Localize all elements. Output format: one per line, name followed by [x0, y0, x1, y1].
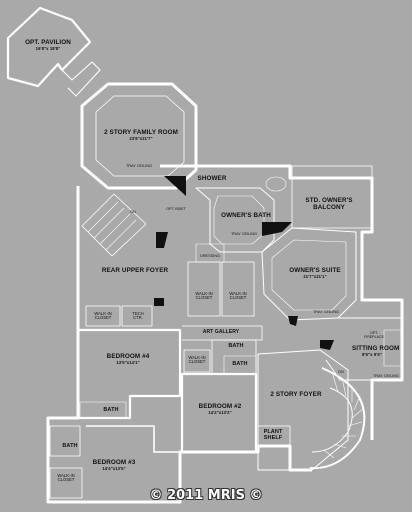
wall-fill-6	[154, 298, 164, 306]
bedroom4-wall	[78, 328, 182, 420]
wic-left-box	[85, 305, 121, 327]
room-balcony: STD. OWNER'S BALCONY	[305, 197, 353, 211]
wall-fill-1	[164, 176, 186, 196]
room-tech: TECH CTR.	[132, 311, 144, 321]
room-bath-lower: BATH	[232, 361, 248, 367]
sitting-tray-note: TRAY CEILING	[372, 374, 400, 378]
wic-d-box	[183, 349, 211, 373]
curved-stair-outer	[309, 367, 366, 470]
bedroom3-wall	[86, 425, 180, 453]
balcony-box	[291, 165, 373, 229]
sitting-room-wall	[325, 317, 403, 381]
room-owners-bath: OWNER'S BATH	[221, 212, 271, 219]
room-wic-a: WALK-IN CLOSET	[195, 291, 213, 301]
owners-bath-tray	[213, 195, 265, 245]
owners-bath-wall	[195, 187, 275, 253]
family-tray-note: TRAY CEILING	[125, 164, 153, 168]
owners-suite-tray-note: TRAY CEILING	[312, 310, 340, 314]
bath-lower-box	[223, 355, 257, 375]
owners-suite-wall	[261, 227, 357, 321]
bath-left-box	[79, 401, 127, 419]
room-rear-foyer: REAR UPPER FOYER	[101, 267, 169, 274]
wic-a-box	[187, 261, 221, 317]
room-dressing: DRESSING	[200, 254, 220, 258]
room-bath-mid: BATH	[228, 343, 244, 349]
dressing-box	[195, 243, 225, 263]
owners-bath-tray-note: TRAY CEILING	[230, 232, 258, 236]
owners-suite-tray	[271, 239, 347, 311]
wall-fill-3	[262, 222, 292, 236]
room-wic-d: WALK-IN CLOSET	[188, 355, 206, 365]
tub	[265, 176, 287, 192]
room-wic-c: WALK-IN CLOSET	[94, 311, 112, 321]
tech-box	[121, 305, 153, 327]
room-shower: SHOWER	[197, 175, 227, 182]
room-wic-b: WALK-IN CLOSET	[229, 291, 247, 301]
fireplace	[383, 329, 403, 367]
room-opt-bidet: OPT. BIDET	[166, 207, 186, 211]
main-wall-top	[160, 164, 404, 440]
room-art-gallery: ART GALLERY	[202, 329, 240, 335]
plant-shelf-box	[257, 425, 291, 447]
room-two-story-foyer: 2 STORY FOYER	[270, 391, 322, 398]
room-wic-e: WALK-IN CLOSET	[57, 473, 75, 483]
wall-fill-2	[156, 232, 168, 248]
room-plant-shelf: PLANT SHELF	[263, 429, 283, 441]
bath-bottom-box	[49, 425, 81, 457]
pavilion-link	[61, 61, 101, 97]
wall-fill-5	[320, 340, 334, 350]
wall-fill-4	[288, 316, 298, 326]
family-room-wall	[80, 82, 198, 190]
room-bath-bottom: BATH	[62, 443, 78, 449]
room-opt-fireplace: OPT. FIREPLACE	[364, 331, 384, 339]
wic-b-box	[221, 261, 255, 317]
rear-stair-dn: DN	[130, 210, 136, 214]
copyright-watermark: © 2011 MRIS ©	[149, 488, 263, 503]
foyer-stair-dn: DN	[338, 370, 344, 374]
stair-rear	[81, 193, 147, 257]
wic-e-box	[49, 467, 83, 499]
foyer-wall	[257, 349, 349, 471]
room-bath-left: BATH	[103, 407, 119, 413]
